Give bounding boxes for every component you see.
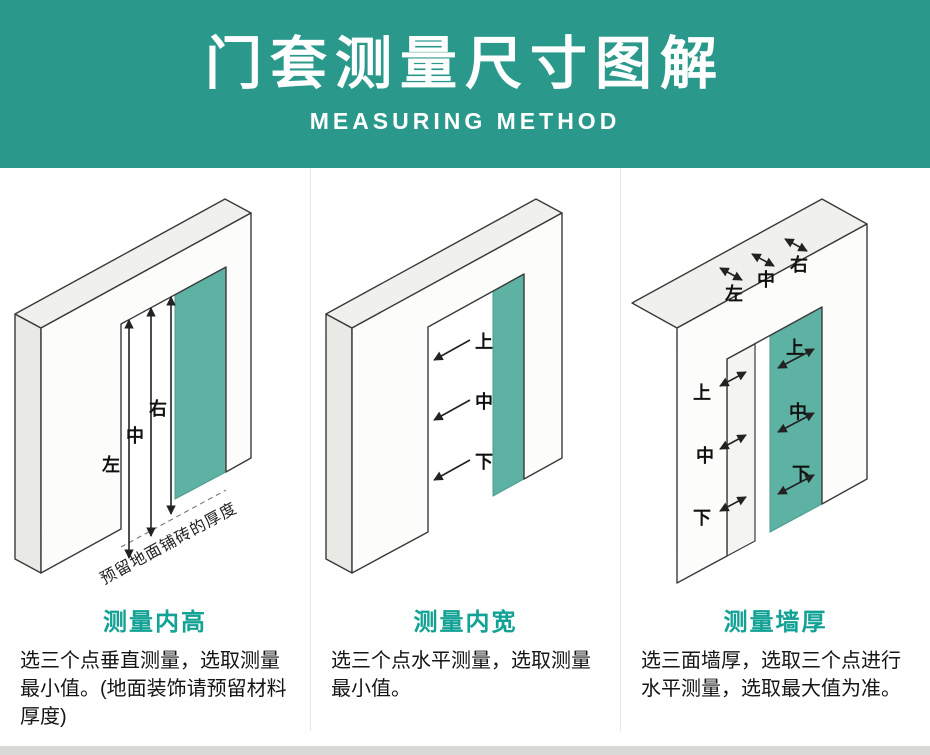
height-measure-figure: 左 中 右 预留地面铺砖的厚度 [14,198,252,588]
top-mark-right [783,238,808,252]
width-arrow-bottom [432,459,470,481]
page-title: 门套测量尺寸图解 [205,32,725,97]
title-banner: 门套测量尺寸图解 MEASURING METHOD [0,0,930,168]
door-jamb-panel [174,266,227,500]
panel-measure-thickness: 左 中 右 上 中 下 上 中 下 测量墙厚 选三面墙厚，选取三个点进行水平测量… [620,168,930,731]
label-middle: 中 [126,425,144,446]
left-mark-bottom [718,496,747,512]
label-panel-bottom: 下 [792,464,810,484]
caption-measure-width: 测量内宽 [413,609,518,636]
panel-measure-height: 左 中 右 预留地面铺砖的厚度 测量内高 选三个点垂直测量，选取测量最小值。(地… [0,168,310,731]
wall-front-face [40,212,252,574]
wall-front-face [350,212,563,574]
label-panel-top: 上 [786,338,804,358]
thickness-measure-figure: 左 中 右 上 中 下 上 中 下 [630,198,868,584]
wall-left-face [324,313,353,574]
left-mark-top [718,371,747,387]
label-top-middle: 中 [757,269,775,290]
tile-reserve-line [120,489,227,548]
top-mark-middle [750,253,775,267]
label-panel-middle: 中 [789,401,807,422]
top-mark-left [718,267,743,281]
description-measure-thickness: 选三面墙厚，选取三个点进行水平测量，选取最大值为准。 [641,650,901,700]
label-top: 上 [475,332,493,352]
frame-front-face [675,223,868,584]
panel-mark-bottom [776,474,815,495]
label-left-top: 上 [693,383,711,403]
label-bottom: 下 [475,452,493,472]
label-top-right: 右 [790,254,808,275]
label-right: 右 [149,398,167,419]
wall-left-face [14,313,42,574]
label-left: 左 [102,454,120,475]
caption-measure-thickness: 测量墙厚 [723,609,828,636]
width-arrow-middle [432,399,470,421]
panel-mark-middle [776,412,815,433]
door-jamb-panel [492,273,524,497]
panel-measure-width: 上 中 下 测量内宽 选三个点水平测量，选取测量最小值。 [310,168,620,731]
label-left-middle: 中 [696,445,714,466]
page-subtitle: MEASURING METHOD [309,107,621,134]
width-measure-figure: 上 中 下 [324,198,563,574]
bottom-divider-strip [0,746,930,755]
label-left-bottom: 下 [693,508,711,528]
description-measure-height: 选三个点垂直测量，选取测量最小值。(地面装饰请预留材料厚度) [20,650,287,728]
caption-measure-height: 测量内高 [103,609,207,636]
left-jamb-inner-face [725,343,756,557]
label-top-left: 左 [725,283,743,304]
description-measure-width: 选三个点水平测量，选取测量最小值。 [331,650,591,700]
left-mark-middle [718,434,747,450]
label-middle: 中 [475,391,493,412]
panel-mark-top [776,348,815,369]
width-arrow-top [432,339,470,361]
instruction-panels: 左 中 右 预留地面铺砖的厚度 测量内高 选三个点垂直测量，选取测量最小值。(地… [0,168,930,731]
